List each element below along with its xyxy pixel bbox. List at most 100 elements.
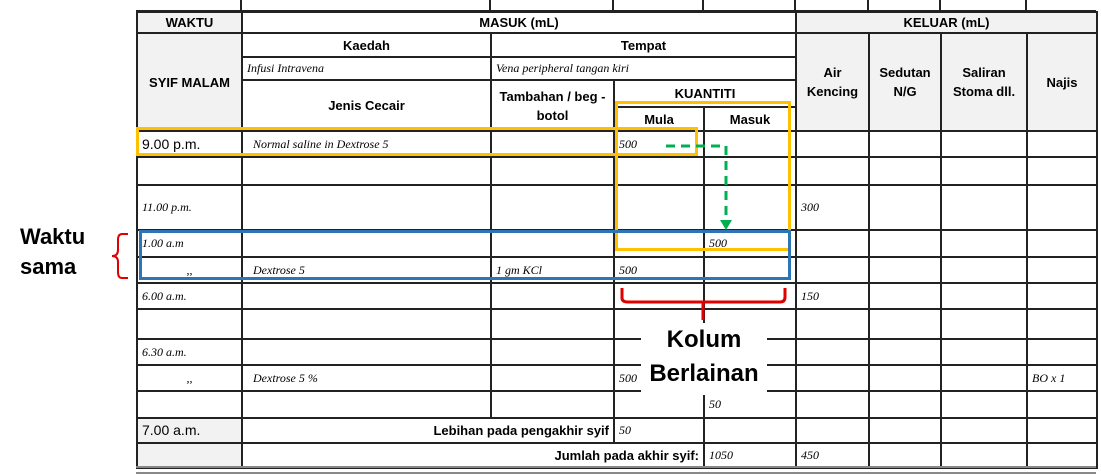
cell-empty [940,390,1028,419]
bottom-border [136,466,1096,474]
berlainan-text: Berlainan [649,360,759,387]
cell-waktu [136,156,243,186]
top-border [136,0,1096,12]
header-kaedah: Kaedah [241,32,492,58]
cell-air: 300 [795,184,870,231]
lebihan-value: 50 [613,417,705,444]
cell-empty [868,338,942,366]
waktu-sama-label: Waktu sama [20,224,86,279]
cell-najis [1026,282,1098,310]
cell-empty [868,130,942,158]
cell-air [795,130,870,158]
cell-jenis [241,156,492,186]
cell-air [795,390,870,419]
cell-najis [1026,156,1098,186]
cell-empty [868,364,942,392]
cell-jenis [241,229,492,258]
kaedah-value: Infusi Intravena [241,56,492,81]
cell-jenis [241,282,492,310]
cell-empty [940,130,1028,158]
table-row [136,156,1098,186]
cell-jenis [241,390,492,419]
cell-empty [940,229,1028,258]
cell-air [795,308,870,340]
cell-empty [868,282,942,310]
cell-najis [1026,229,1098,258]
header-jenis-cecair: Jenis Cecair [241,79,492,132]
header-masuk: MASUK (mL) [241,11,797,34]
cell-najis [1026,130,1098,158]
cell-tambahan [490,338,615,366]
cell-waktu: ,, [136,364,243,392]
header-tempat: Tempat [490,32,797,58]
header-keluar: KELUAR (mL) [795,11,1098,34]
cell-tambahan [490,282,615,310]
cell-air [795,364,870,392]
table-row: 50 [136,390,1098,419]
cell-empty [940,308,1028,340]
cell-empty [868,156,942,186]
tempat-value: Vena peripheral tangan kiri [490,56,797,81]
cell-air [795,156,870,186]
cell-waktu: 6.00 a.m. [136,282,243,310]
table-row: 6.00 a.m. 150 [136,282,1098,310]
cell-empty [940,338,1028,366]
cell-najis [1026,184,1098,231]
cell-jenis [241,338,492,366]
header-air-kencing: Air Kencing [795,32,870,132]
orange-highlight-kuantiti [615,101,791,251]
cell-tambahan [490,308,615,340]
cell-empty [940,184,1028,231]
cell-empty [868,308,942,340]
cell-tambahan [490,390,615,419]
cell-najis [1026,308,1098,340]
cell-empty [868,256,942,284]
cell-empty [868,390,942,419]
cell-air: 150 [795,282,870,310]
cell-tambahan [490,184,615,231]
header-najis: Najis [1026,32,1098,132]
cell-empty [940,282,1028,310]
cell-najis [1026,338,1098,366]
cell-najis: BO x 1 [1026,364,1098,392]
cell-air [795,229,870,258]
cell-tambahan [490,156,615,186]
cell-empty [940,256,1028,284]
cell-jenis: Dextrose 5 % [241,364,492,392]
cell-waktu [136,308,243,340]
header-saliran: Saliran Stoma dll. [940,32,1028,132]
header-syif: SYIF MALAM [136,32,243,132]
cell-tambahan [490,364,615,392]
cell-mula [613,156,705,186]
cell-waktu: 6.30 a.m. [136,338,243,366]
header-sedutan: Sedutan N/G [868,32,942,132]
cell-waktu [136,390,243,419]
kolum-text: Kolum [666,326,742,353]
cell-empty [940,156,1028,186]
cell-empty [868,229,942,258]
kolum-berlainan-label: Kolum Berlainan [641,323,767,395]
cell-masuk [703,184,797,231]
cell-mula [613,184,705,231]
cell-jenis [241,184,492,231]
cell-mula [613,282,705,310]
table-row: 11.00 p.m. 300 [136,184,1098,231]
cell-waktu: 1.00 a.m [136,229,243,258]
header-masuk-col: Masuk [703,106,797,132]
lebihan-label: Lebihan pada pengakhir syif [241,417,615,444]
cell-waktu: 11.00 p.m. [136,184,243,231]
cell-najis [1026,390,1098,419]
cell-masuk [703,156,797,186]
cell-masuk [703,282,797,310]
cell-jenis [241,308,492,340]
blue-highlight-rows [139,230,791,280]
header-waktu: WAKTU [136,11,243,34]
cell-najis [1026,256,1098,284]
orange-highlight-row [136,127,698,156]
cell-air [795,256,870,284]
cell-masuk [703,130,797,158]
footer-waktu: 7.00 a.m. [136,417,243,444]
